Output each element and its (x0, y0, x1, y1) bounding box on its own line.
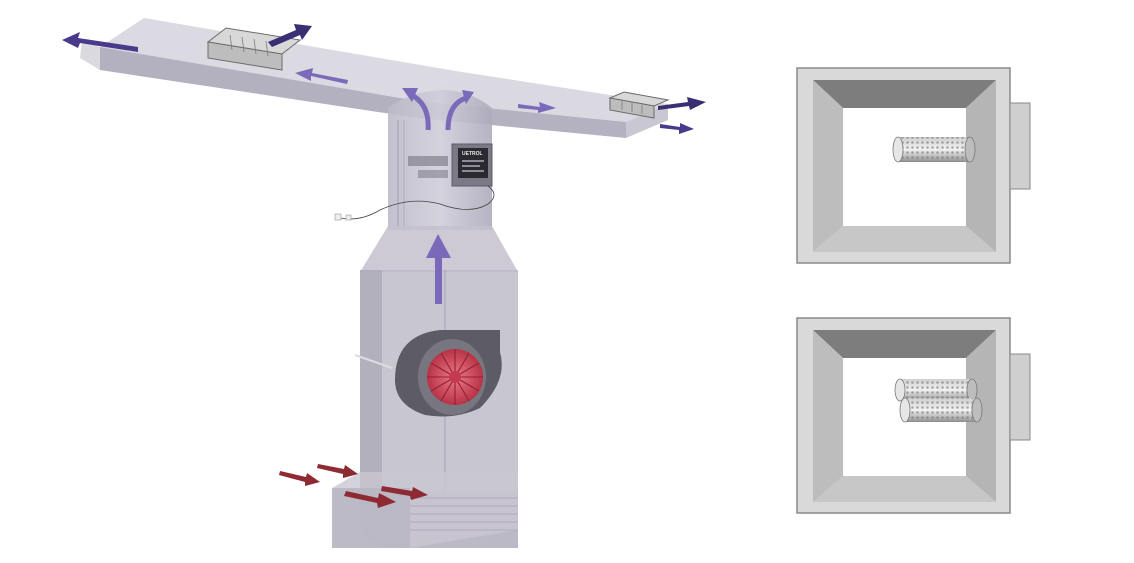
diffuser-right (608, 91, 670, 119)
arrow-right-icon (279, 471, 320, 486)
control-unit: UETROL (334, 143, 495, 221)
arrow-left-icon (62, 32, 138, 52)
mesh-cylinder-icon (894, 378, 978, 402)
arrow-up-icon (426, 234, 451, 304)
arrow-right-icon (344, 491, 396, 508)
supply-air-arrows (62, 24, 706, 304)
cable (354, 354, 393, 369)
cabinet-view-top (796, 67, 1031, 264)
return-air-arrows (279, 464, 428, 508)
arrow-right-icon (658, 97, 706, 110)
duct-system: UETROL (62, 18, 706, 548)
mesh-cylinder-icon (899, 397, 983, 423)
mesh-cylinder-icon (892, 136, 976, 163)
control-unit-label: UETROL (462, 151, 483, 157)
arrow-right-icon (381, 486, 428, 500)
diffuser-left (206, 27, 302, 71)
arrow-left-icon (295, 68, 348, 84)
curved-arrow-icon (445, 95, 467, 131)
arrow-up-right-icon (268, 24, 312, 47)
blower-fan-icon (395, 330, 502, 417)
cabinet-view-bottom (796, 317, 1031, 514)
arrow-right-icon (317, 464, 358, 478)
arrow-right-icon (518, 102, 556, 113)
arrow-right-icon (660, 123, 694, 134)
